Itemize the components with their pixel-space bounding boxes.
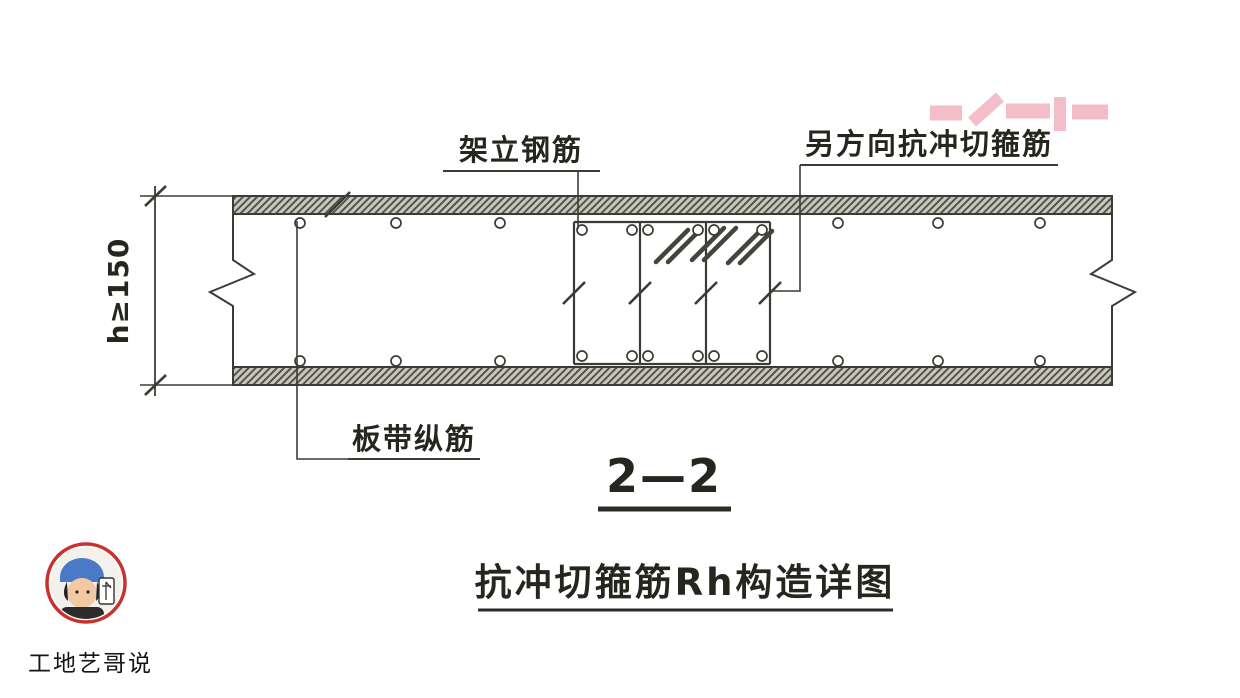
other-direction-stirrup-label: 另方向抗冲切箍筋 <box>805 127 1053 161</box>
break-line-left <box>207 214 257 367</box>
slab-strip-rebar-callout: 板带纵筋 <box>296 221 480 460</box>
section-mark-text: 2—2 <box>606 449 722 503</box>
height-dimension <box>140 185 233 396</box>
slab-top-reinforcement-band <box>232 195 1113 215</box>
drawing-title: 抗冲切箍筋Rh构造详图 <box>475 561 896 604</box>
slab-bottom-reinforcement-band <box>232 366 1113 386</box>
rebar-section-ticks <box>324 191 782 305</box>
slab-strip-rebar-label: 板带纵筋 <box>352 422 476 456</box>
erection-rebar-callout: 架立钢筋 <box>443 133 600 229</box>
watermark-fragment <box>930 92 1108 131</box>
drawing-title-block: 抗冲切箍筋Rh构造详图 <box>475 561 896 612</box>
avatar <box>45 542 127 624</box>
slab-strip-leader <box>296 221 348 460</box>
rebar-cross-sections <box>294 217 1046 367</box>
other-direction-stirrup-callout: 另方向抗冲切箍筋 <box>773 127 1058 292</box>
dimension-tick-bottom <box>144 374 167 396</box>
channel-watermark-text: 工地艺哥说 <box>28 651 153 677</box>
other-direction-leader <box>773 165 801 292</box>
other-direction-stirrup-marks <box>653 225 775 266</box>
break-line-right <box>1088 214 1138 367</box>
avatar-face <box>67 578 97 608</box>
hard-hat-icon <box>60 558 104 582</box>
dimension-tick-top <box>144 185 167 207</box>
section-mark: 2—2 <box>598 449 731 512</box>
erection-rebar-label: 架立钢筋 <box>459 133 583 167</box>
height-dimension-label: h≥150 <box>102 238 135 345</box>
